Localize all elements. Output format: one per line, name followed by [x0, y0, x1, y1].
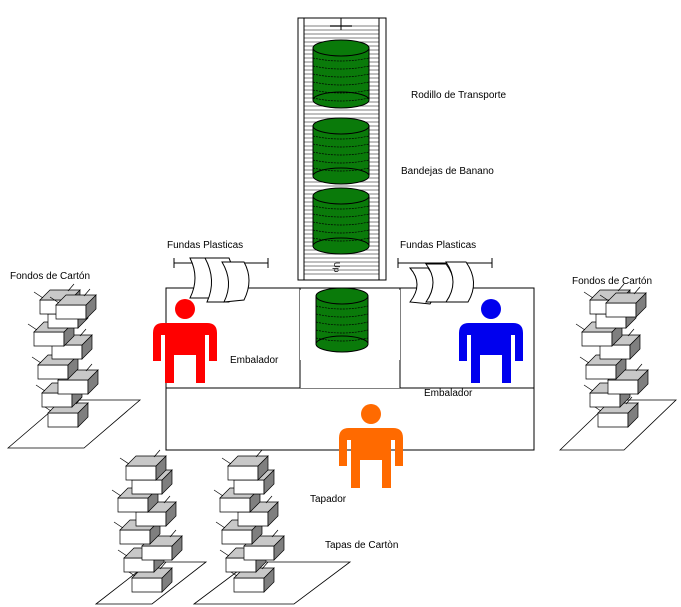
- packer-right-label: Embalador: [424, 388, 473, 399]
- bottoms-right-pallet: [559, 283, 677, 451]
- packer-left-label: Embalador: [230, 355, 279, 366]
- bottoms-right-label: Fondos de Cartón: [572, 276, 653, 287]
- lidder-label: Tapador: [310, 494, 347, 505]
- roller-label: Rodillo de Transporte: [411, 90, 507, 101]
- trays-label: Bandejas de Banano: [401, 166, 494, 177]
- packer-left-figure: [153, 299, 217, 383]
- workers: [153, 299, 523, 488]
- lidder-figure: [339, 404, 403, 488]
- bottoms-left-pallet: [6, 283, 142, 449]
- conveyor-tray-1: [312, 39, 370, 109]
- lids-pallet-left: [94, 449, 208, 605]
- lids-label: Tapas de Cartòn: [325, 540, 399, 551]
- bags-left-label: Fundas Plasticas: [167, 240, 244, 251]
- bags-right-label: Fundas Plasticas: [400, 240, 477, 251]
- conveyor-tray-2: [312, 117, 370, 185]
- conveyor-direction-label: Up: [332, 262, 341, 273]
- banana-trays: [312, 39, 370, 353]
- plastic-bags-right: [397, 258, 493, 305]
- conveyor-tray-3: [312, 187, 370, 255]
- lids-pallet-right: [192, 449, 352, 605]
- center-tray: [315, 287, 369, 353]
- pallets: [6, 283, 677, 605]
- bottoms-left-label: Fondos de Cartón: [10, 271, 91, 282]
- plastic-bags-left: [173, 257, 269, 303]
- packer-right-figure: [459, 299, 523, 383]
